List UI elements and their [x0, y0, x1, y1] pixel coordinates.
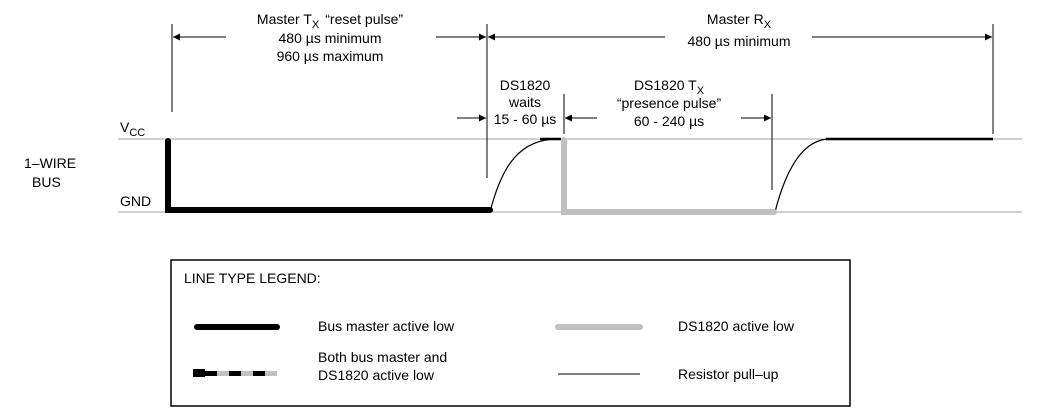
- master-rx-min: 480 µs minimum: [688, 33, 791, 49]
- master-rx-title: Master RX: [707, 11, 772, 31]
- vcc-label: VCC: [120, 119, 145, 139]
- master-tx-min: 480 µs minimum: [279, 30, 382, 46]
- ds-tx-title: DS1820 TX: [634, 77, 705, 97]
- ds-wait-line1: DS1820: [500, 77, 551, 93]
- ds-wait-line2: waits: [508, 94, 541, 110]
- legend-swatch-both: [193, 369, 277, 377]
- pullup-curve-1: [489, 138, 559, 213]
- ds1820-presence-pulse: [561, 137, 777, 215]
- ds-tx-range: 60 - 240 µs: [634, 113, 704, 129]
- legend-label-pullup: Resistor pull–up: [678, 366, 779, 382]
- master-tx-max: 960 µs maximum: [277, 48, 384, 64]
- legend-label-ds1820: DS1820 active low: [678, 318, 795, 334]
- pullup-curve-2: [774, 138, 831, 213]
- legend-title: LINE TYPE LEGEND:: [184, 270, 321, 286]
- bus-label-line2: BUS: [32, 174, 61, 190]
- legend-label-bus-master: Bus master active low: [318, 318, 455, 334]
- legend-box: [170, 259, 851, 407]
- ds-tx-pulse: “presence pulse”: [617, 95, 722, 111]
- bus-master-low-pulse: [165, 138, 493, 213]
- master-tx-title: Master TX“reset pulse”: [257, 11, 403, 31]
- legend-label-both-line2: DS1820 active low: [318, 367, 435, 383]
- ds-wait-line3: 15 - 60 µs: [494, 111, 557, 127]
- bus-label-line1: 1–WIRE: [24, 155, 76, 171]
- legend-label-both-line1: Both bus master and: [318, 349, 447, 365]
- gnd-label: GND: [120, 193, 151, 209]
